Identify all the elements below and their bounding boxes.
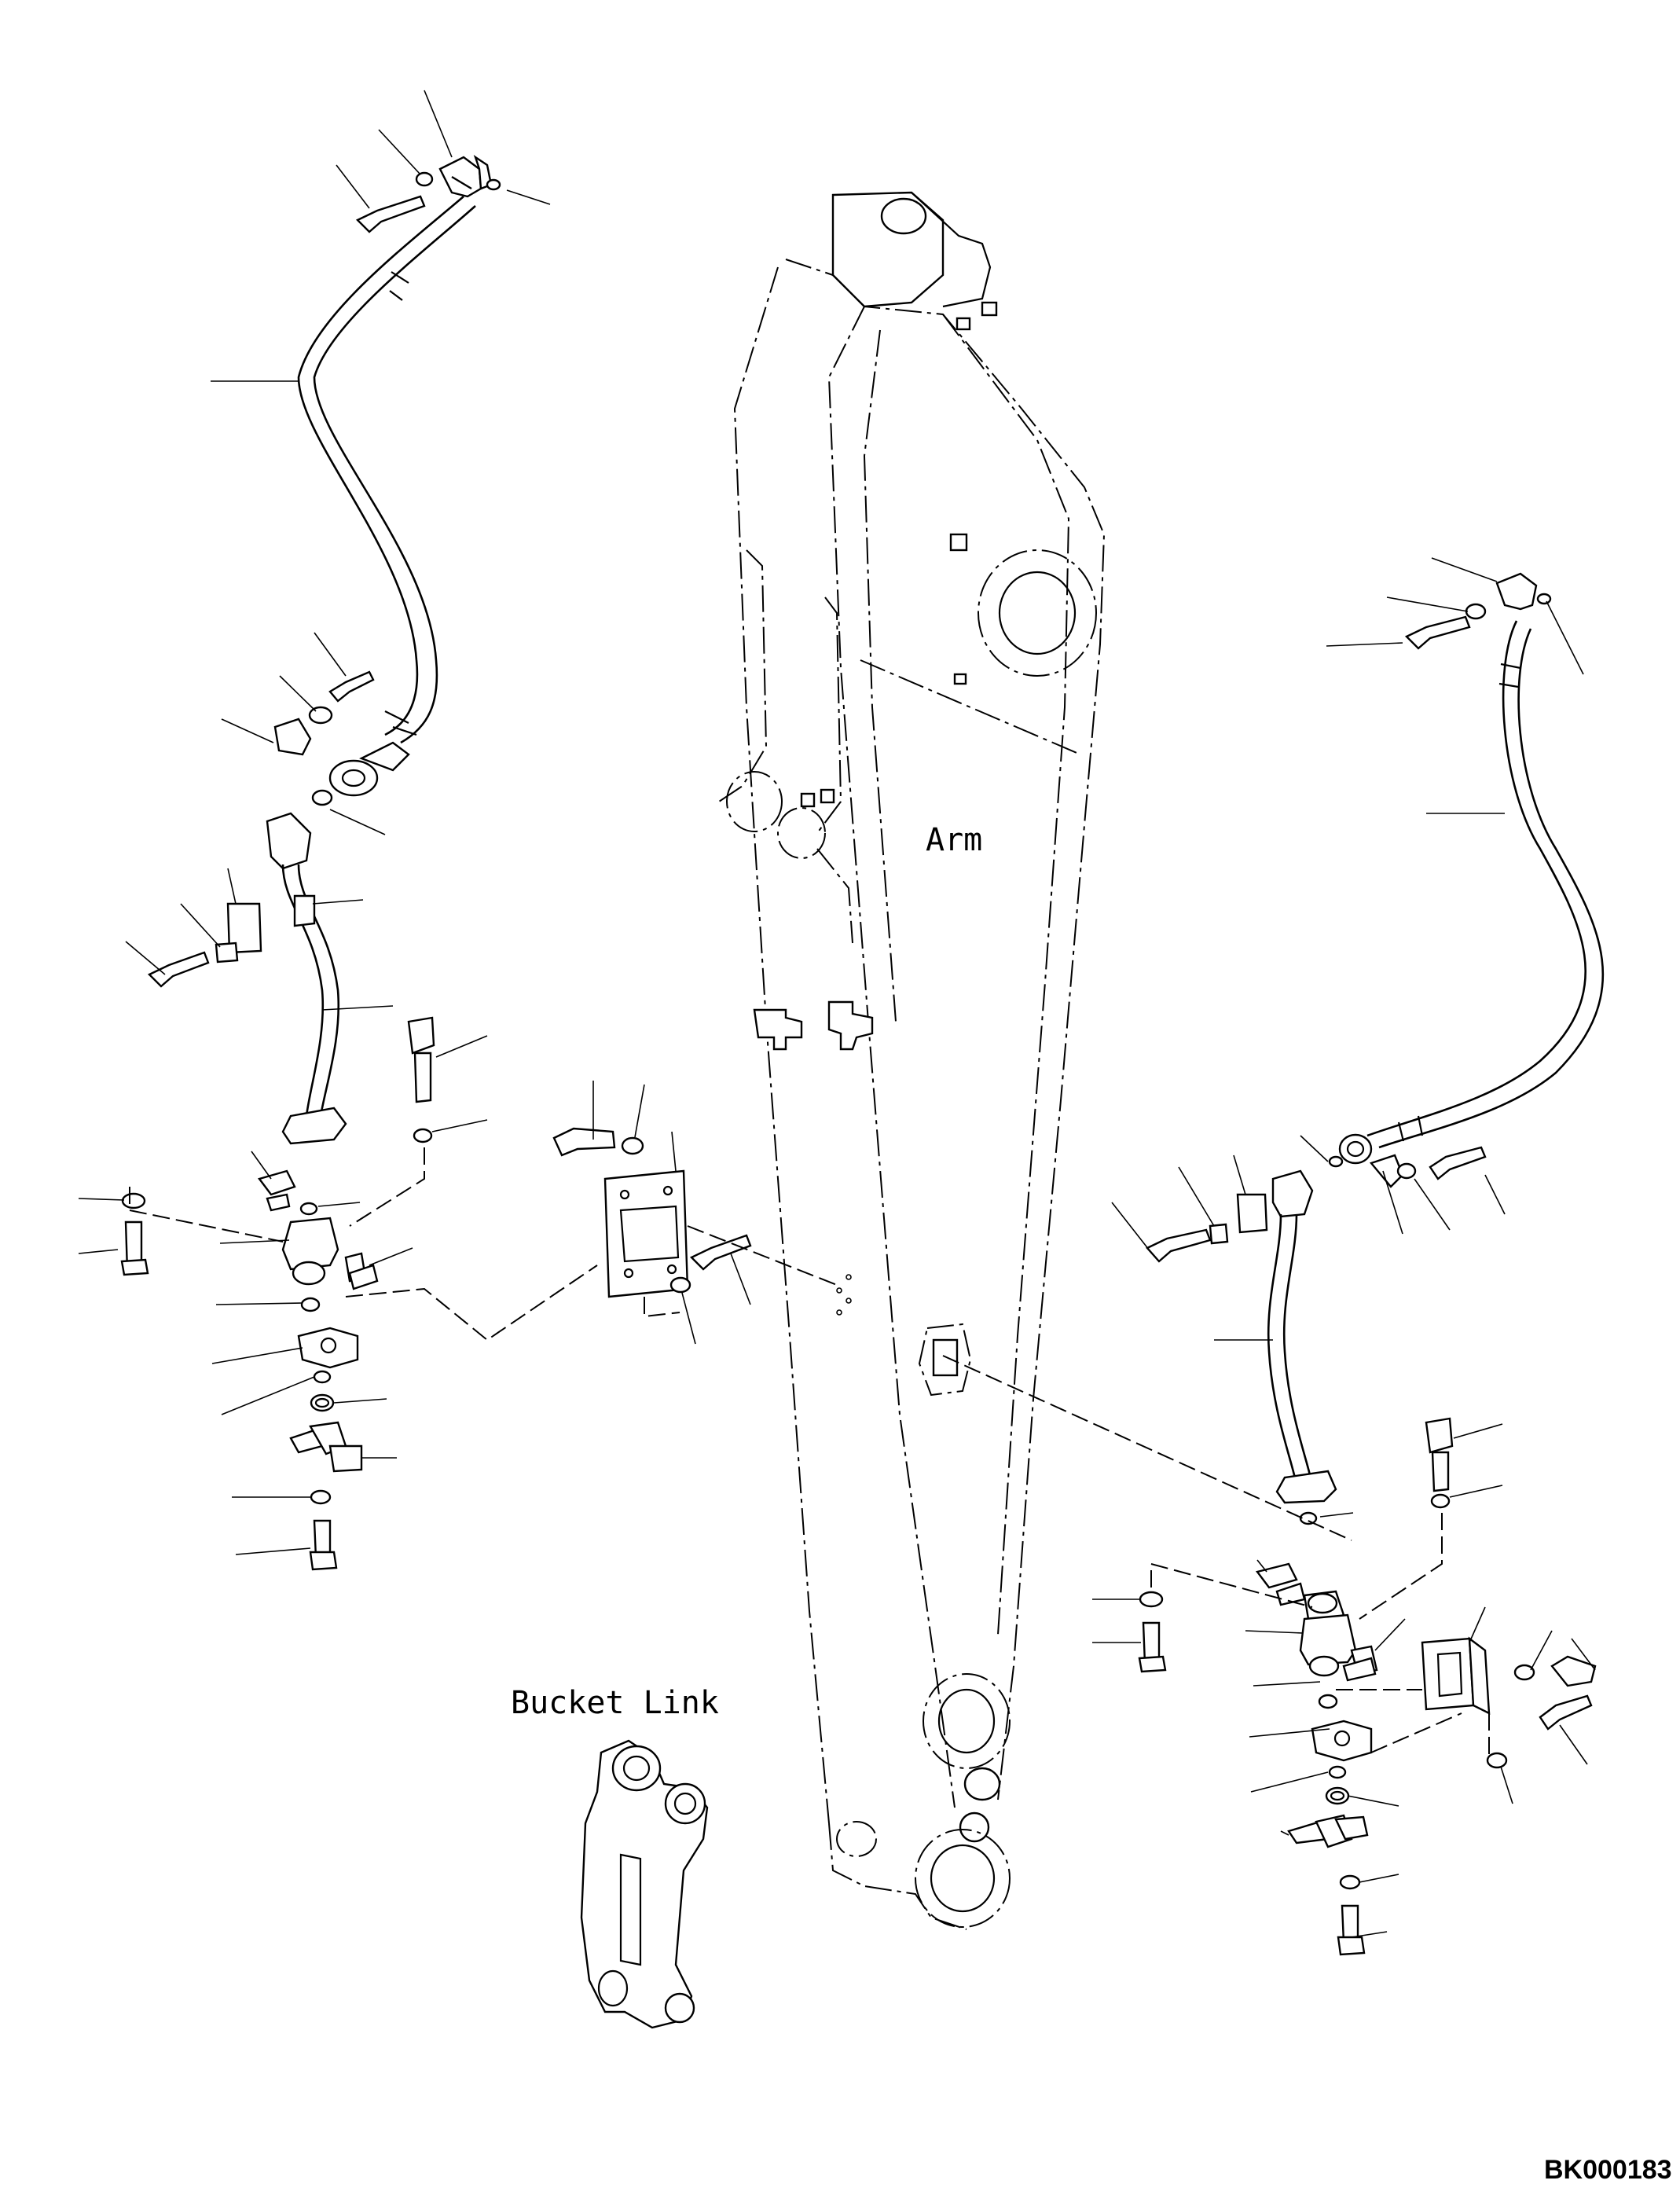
arm-assembly bbox=[718, 191, 1106, 1930]
arm-label: Arm bbox=[926, 822, 982, 858]
leader-lines bbox=[78, 90, 1596, 1938]
right-hose-assembly bbox=[1138, 572, 1605, 1956]
left-hose-assembly bbox=[120, 155, 752, 1571]
drawing-code: BK000183 bbox=[1544, 2155, 1672, 2185]
assembly-paths bbox=[129, 1147, 1490, 1760]
bucket-link-label: Bucket Link bbox=[511, 1685, 719, 1721]
bucket-link-part bbox=[580, 1739, 709, 2029]
